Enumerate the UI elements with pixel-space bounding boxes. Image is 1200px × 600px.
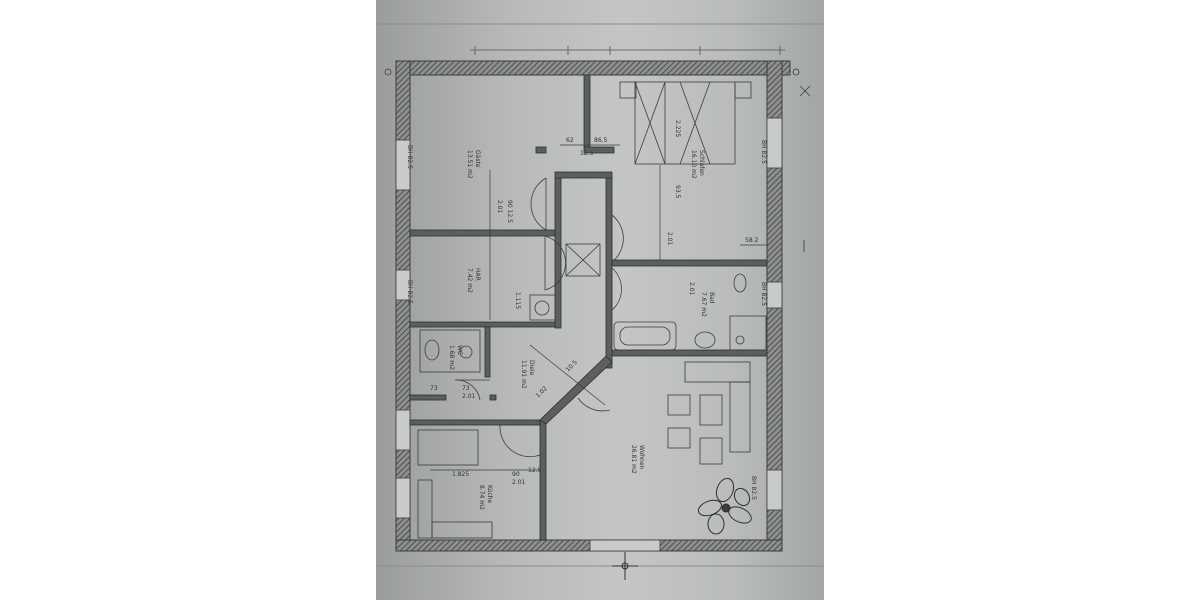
dim-1-825: 1.825 xyxy=(452,471,469,478)
room-wc-name: WC xyxy=(456,345,463,355)
har-appliance xyxy=(529,294,556,321)
dim-73-a: 73 xyxy=(430,385,438,392)
room-schlafen-area: 16.10 m2 xyxy=(690,150,697,179)
wc-fixtures xyxy=(419,329,481,373)
dim-93-5: 93.5 xyxy=(674,185,681,199)
room-wohnen-area: 26.81 m2 xyxy=(630,445,637,474)
doors xyxy=(454,177,624,458)
room-bad-area: 7.67 m2 xyxy=(700,292,707,317)
bathroom-fixtures xyxy=(613,273,767,351)
living-furniture xyxy=(667,361,751,465)
room-diele-name: Diele xyxy=(528,360,535,376)
dim-12-5-kitchen: 12.5 xyxy=(528,467,542,474)
dim-1-115: 1.115 xyxy=(514,292,521,309)
dim-12-5-top: 12.5 xyxy=(580,150,594,157)
bh-right-1: BH 82.5 xyxy=(760,140,767,164)
plant-icon xyxy=(697,477,752,535)
dim-2-01-c: 2.01 xyxy=(688,282,695,296)
dim-90-12-5: 90 12.5 xyxy=(506,200,513,223)
room-wc-area: 1.68 m2 xyxy=(448,345,455,370)
dim-1-02: 1.02 xyxy=(534,385,549,400)
dim-2-01-d: 2.01 xyxy=(462,393,476,400)
room-gaeste-name: Gäste xyxy=(474,150,481,168)
kitchen-counter xyxy=(417,429,493,539)
room-kueche-name: Küche xyxy=(486,485,493,504)
room-wohnen-name: Wohnen xyxy=(638,445,645,470)
windows xyxy=(395,117,783,552)
washer-drum xyxy=(534,300,550,316)
diagonal-wall xyxy=(539,355,613,425)
room-gaeste-area: 13.51 m2 xyxy=(466,150,473,179)
room-bad-name: Bad xyxy=(708,292,715,304)
room-har-area: 7.42 m2 xyxy=(466,268,473,293)
bh-left-2: BH 82.5 xyxy=(406,280,413,304)
dim-58-2: 58.2 xyxy=(745,237,759,244)
corner-markers xyxy=(384,68,811,252)
dim-2-01-b: 2.01 xyxy=(666,232,673,246)
dim-73-b: 73 xyxy=(462,385,470,392)
bh-right-2: BH 82.5 xyxy=(760,282,767,306)
stairs xyxy=(565,243,601,277)
dim-90-kitchen: 90 xyxy=(512,471,520,478)
dim-2-01-kitchen: 2.01 xyxy=(512,479,526,486)
bed xyxy=(619,81,752,165)
room-diele-area: 11.91 m2 xyxy=(520,360,527,389)
entrance-marker-icon xyxy=(612,552,638,580)
dim-10-5: 10.5 xyxy=(564,359,579,374)
dim-2-01-a: 2.01 xyxy=(496,200,503,214)
bh-right-3: BH 82.5 xyxy=(750,476,757,500)
room-har-name: HAR xyxy=(474,268,481,281)
dim-86-5: 86.5 xyxy=(594,137,608,144)
bh-left-1: BH 82.5 xyxy=(406,145,413,169)
interior-walls xyxy=(409,74,768,541)
room-schlafen-name: Schlafen xyxy=(698,150,705,176)
dimension-lines xyxy=(430,144,768,471)
dim-2-225: 2.225 xyxy=(674,120,681,137)
dim-62: 62 xyxy=(566,137,574,144)
room-kueche-area: 8.74 m2 xyxy=(478,485,485,510)
